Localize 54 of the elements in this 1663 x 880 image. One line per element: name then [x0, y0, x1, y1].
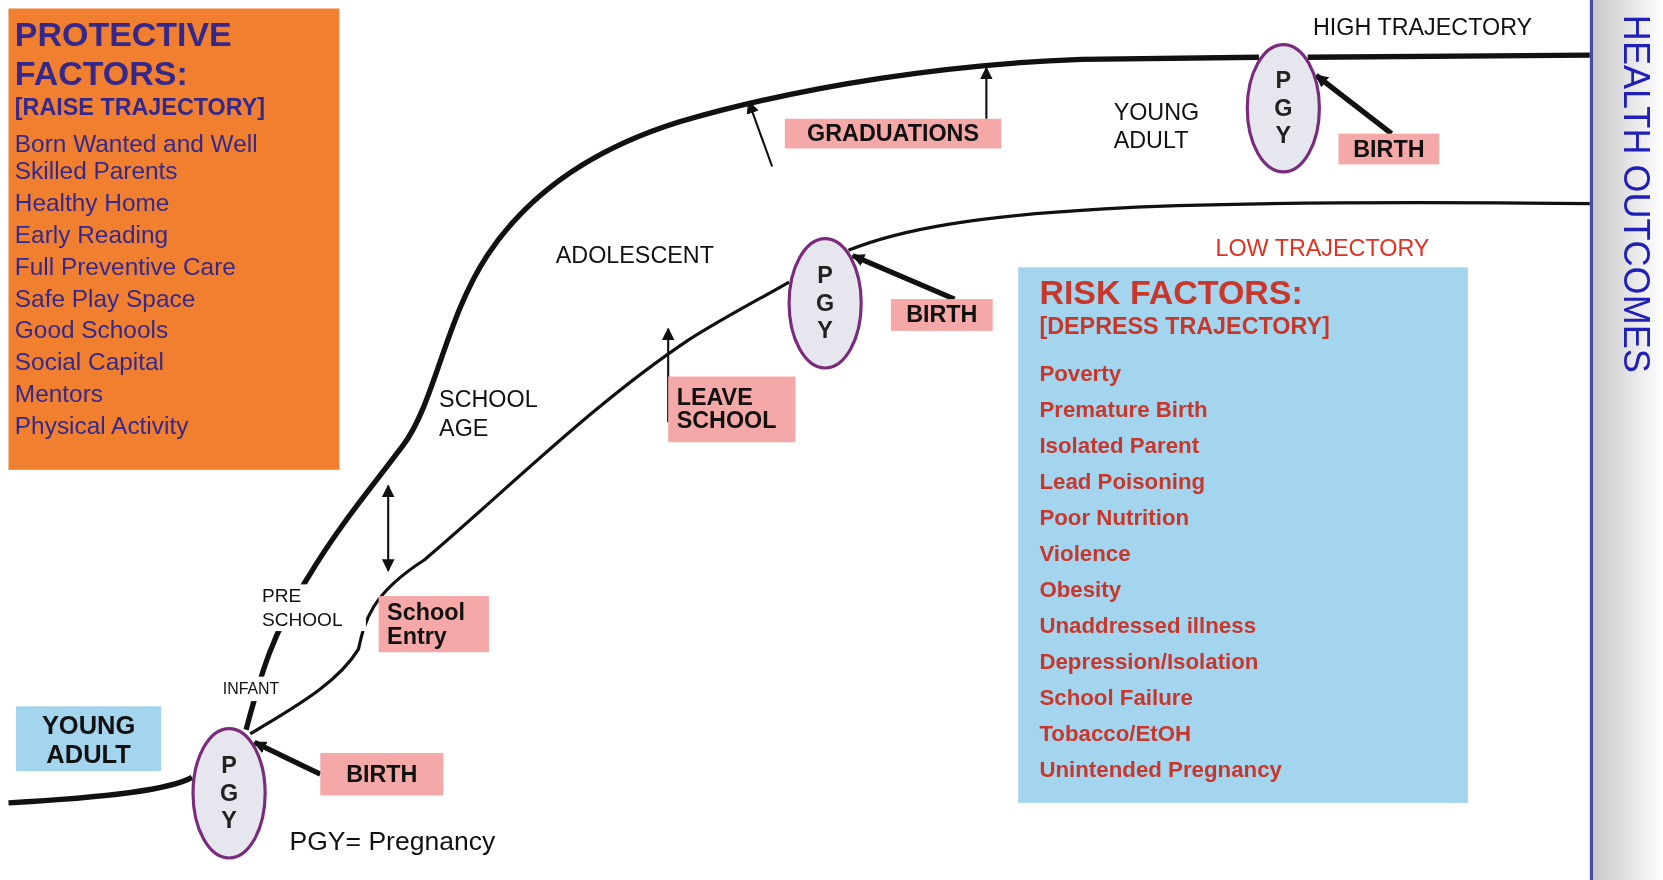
factor-item: Poor Nutrition	[1039, 503, 1190, 531]
panel-heading: RISK FACTORS:	[1039, 273, 1303, 313]
factor-item: Premature Birth	[1039, 395, 1208, 423]
factor-item: Depression/Isolation	[1039, 648, 1259, 675]
panel-heading: PROTECTIVE FACTORS:	[14, 14, 233, 94]
protective-factors-panel	[8, 8, 340, 470]
milestone-box: BIRTH	[320, 753, 444, 796]
axis-label: HEALTH OUTCOMES	[1616, 14, 1657, 373]
risk-factors-panel	[1018, 267, 1468, 803]
pregnancy-oval: PGY	[786, 236, 864, 371]
note: PGY= Pregnancy	[289, 824, 496, 857]
factor-item: Full Preventive Care	[14, 252, 237, 280]
trajectory-curve	[8, 775, 194, 806]
factor-item: Tobacco/EtOH	[1039, 720, 1192, 747]
factor-item: Poverty	[1039, 359, 1122, 387]
stage-box: YOUNG ADULT	[15, 706, 162, 772]
milestone-box: BIRTH	[890, 299, 993, 331]
factor-item: Safe Play Space	[14, 284, 197, 312]
pregnancy-oval: PGY	[190, 726, 268, 861]
milestone-box: School Entry	[378, 596, 489, 653]
stage-label: YOUNG ADULT	[1113, 97, 1201, 155]
factor-item: Isolated Parent	[1039, 431, 1200, 459]
panel-subheading: [RAISE TRAJECTORY]	[14, 93, 266, 121]
factor-item: Unintended Pregnancy	[1039, 756, 1282, 783]
milestone-box: BIRTH	[1338, 133, 1440, 165]
factor-item: Social Capital	[14, 347, 165, 376]
arrow	[980, 66, 993, 119]
pregnancy-oval: PGY	[1245, 42, 1322, 174]
milestone-box: LEAVE SCHOOL	[668, 376, 796, 443]
trajectory-label: LOW TRAJECTORY	[1215, 233, 1430, 263]
stage-label: ADOLESCENT	[555, 240, 714, 271]
trajectory-curve	[1307, 52, 1590, 60]
factor-item: Healthy Home	[14, 188, 171, 217]
factor-item: Violence	[1039, 539, 1131, 567]
arrow	[1314, 73, 1394, 136]
milestone-box: GRADUATIONS	[784, 118, 1002, 149]
factor-item: Early Reading	[14, 220, 170, 249]
stage-label: PRE SCHOOL	[261, 584, 366, 632]
factor-item: Unaddressed illness	[1039, 612, 1256, 639]
trajectory-curve	[249, 280, 790, 736]
panel-subheading: [DEPRESS TRAJECTORY]	[1039, 312, 1330, 341]
trajectory-curve	[847, 201, 1590, 252]
factor-item: Lead Poisoning	[1039, 467, 1206, 495]
factor-item: School Failure	[1039, 684, 1193, 711]
factor-item: Obesity	[1039, 575, 1122, 603]
trajectory-label: HIGH TRAJECTORY	[1313, 12, 1533, 43]
stage-label: SCHOOL AGE	[439, 385, 538, 443]
arrow	[851, 253, 956, 302]
factor-item: Physical Activity	[14, 411, 190, 440]
factor-item: Born Wanted and Well Skilled Parents	[14, 129, 259, 185]
arrow	[253, 740, 322, 777]
factor-item: Mentors	[14, 379, 104, 408]
trajectory-curve	[243, 54, 1259, 731]
factor-item: Good Schools	[14, 316, 170, 344]
